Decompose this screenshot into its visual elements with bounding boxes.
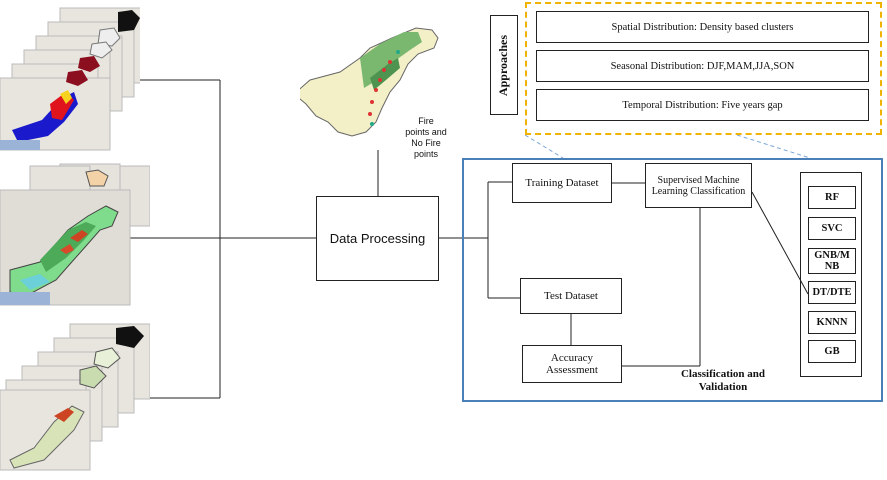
accuracy-assessment-box: Accuracy Assessment <box>522 345 622 383</box>
training-dataset-box: Training Dataset <box>512 163 612 203</box>
algo-knnn: KNNN <box>808 311 856 334</box>
map-stack-fire <box>0 0 147 160</box>
approach-spatial: Spatial Distribution: Density based clus… <box>536 11 869 43</box>
algorithms-container <box>800 172 862 377</box>
algo-dt-dte: DT/DTE <box>808 281 856 304</box>
map-stack-landcover <box>0 160 151 310</box>
fire-points-map <box>293 18 450 153</box>
approaches-panel <box>525 2 882 135</box>
approach-temporal: Temporal Distribution: Five years gap <box>536 89 869 121</box>
classification-validation-label: Classification and Validation <box>680 368 766 393</box>
map-stack-vegetation <box>0 320 151 475</box>
algo-gnb-mnb: GNB/M NB <box>808 248 856 274</box>
classification-panel <box>462 158 883 402</box>
test-dataset-box: Test Dataset <box>520 278 622 314</box>
supervised-classification-box: Supervised Machine Learning Classificati… <box>645 163 752 208</box>
data-processing-box: Data Processing <box>316 196 439 281</box>
approaches-title-box: Approaches <box>490 15 518 115</box>
algo-rf: RF <box>808 186 856 209</box>
fire-points-label: Fire points and No Fire points <box>405 116 447 159</box>
approach-seasonal: Seasonal Distribution: DJF,MAM,JJA,SON <box>536 50 869 82</box>
approaches-title: Approaches <box>496 34 511 96</box>
algo-svc: SVC <box>808 217 856 240</box>
algo-gb: GB <box>808 340 856 363</box>
